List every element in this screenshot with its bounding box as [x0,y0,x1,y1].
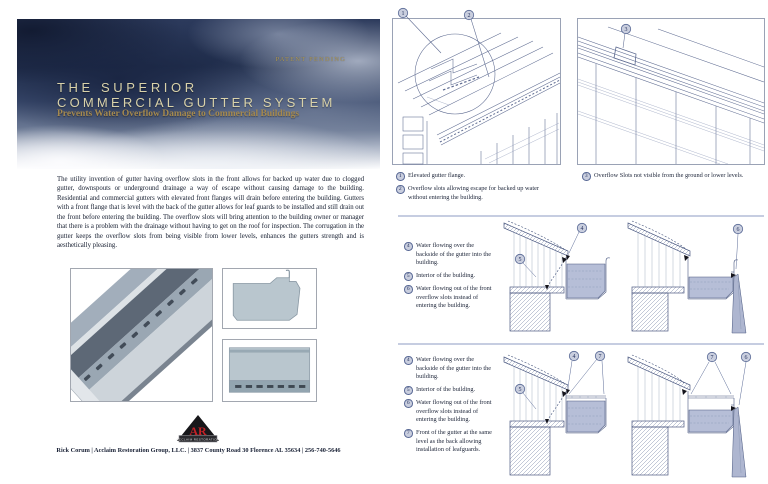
callout-1-number: 1 [402,11,405,17]
caption-item-5: 5 Interior of the building. [404,272,496,281]
caption-1-text: Elevated gutter flange. [408,172,466,179]
captions-middle: 4 Water flowing over the backside of the… [404,242,496,315]
callout-3-icon [620,23,632,35]
caption-item-4b: 4 Water flowing over the backside of the… [404,356,496,382]
captions-top-right: 3 Overflow Slots not visible from the gr… [582,172,760,185]
callout-4-badge: 4 [404,356,413,365]
callout-6-badge: 6 [404,399,413,408]
caption-7-text: Front of the gutter at the same level as… [416,429,492,453]
callout-5-icon [514,253,526,265]
callout-6-number: 6 [737,227,740,233]
diagram-overflow-backside: 4 5 [502,219,630,333]
callout-4-number: 4 [581,226,584,232]
title-line-2: COMMERCIAL GUTTER SYSTEM [57,95,336,110]
subtitle: Prevents Water Overflow Damage to Commer… [57,109,300,119]
callout-2-badge: 2 [396,185,405,194]
callout-1-icon [397,7,409,19]
caption-3-text: Overflow Slots not visible from the grou… [594,172,744,179]
caption-item-4: 4 Water flowing over the backside of the… [404,242,496,268]
callout-6-number: 6 [745,355,748,361]
callout-7-badge: 7 [404,429,413,438]
caption-6b-text: Water flowing out of the front overflow … [416,399,492,423]
section-divider-2 [398,343,764,345]
left-page: PATENT PENDING THE SUPERIOR COMMERCIAL G… [17,0,380,484]
title-line-1: THE SUPERIOR [57,80,198,95]
caption-4-text: Water flowing over the backside of the g… [416,242,492,266]
callout-6-icon [732,223,744,235]
acclaim-restoration-logo: AR ACCLAIM RESTORATION [176,415,219,443]
callout-4-icon [576,222,588,234]
callout-7-number: 7 [711,355,714,361]
callout-5-number: 5 [519,257,522,263]
caption-item-6: 6 Water flowing out of the front overflo… [404,285,496,311]
right-page: 1 2 [392,0,765,484]
captions-bottom: 4 Water flowing over the backside of the… [404,356,496,459]
diagram-building-corner: 1 2 [392,7,561,165]
diagram-overflow-front-slots: 6 [627,219,765,334]
footer-contact-line: Rick Corum | Acclaim Restoration Group, … [56,447,341,454]
callout-2-icon [463,9,475,21]
callout-1-badge: 1 [396,172,405,181]
callout-7-icon [706,351,718,363]
caption-item-2: 2 Overflow slots allowing escape for bac… [396,185,556,202]
gutter-profile-illustration [232,269,301,321]
diagram-leafguard-backside: 4 7 5 [502,347,630,477]
callout-7-icon [594,350,606,362]
callout-7-number: 7 [599,354,602,360]
callout-5-badge: 5 [404,386,413,395]
gutter-3d-illustration [71,269,212,401]
callout-6-icon [740,351,752,363]
callout-5-number: 5 [519,387,522,393]
callout-5-badge: 5 [404,272,413,281]
callout-5-icon [514,383,526,395]
callout-3-number: 3 [625,27,628,33]
callout-4-icon [568,350,580,362]
callout-3-badge: 3 [582,172,591,181]
callout-4-number: 4 [573,354,576,360]
diagram-leafguard-front-slots: 7 6 [627,347,765,478]
caption-5-text: Interior of the building. [416,272,476,279]
gutter-front-illustration [228,347,311,393]
caption-2-text: Overflow slots allowing escape for backe… [408,185,539,201]
gutter-3d-render [70,268,213,402]
caption-item-6b: 6 Water flowing out of the front overflo… [404,399,496,425]
callout-2-number: 2 [468,13,471,19]
caption-5b-text: Interior of the building. [416,386,476,393]
callout-6-badge: 6 [404,285,413,294]
caption-4b-text: Water flowing over the backside of the g… [416,356,492,380]
caption-item-5b: 5 Interior of the building. [404,386,496,395]
callout-4-badge: 4 [404,242,413,251]
body-paragraph: The utility invention of gutter having o… [57,176,364,250]
caption-item-7: 7 Front of the gutter at the same level … [404,429,496,455]
gutter-front-render [222,339,317,402]
gutter-profile-render [222,268,317,329]
caption-item-1: 1 Elevated gutter flange. [396,172,556,181]
patent-pending-label: PATENT PENDING [275,56,346,63]
section-divider-1 [398,215,764,217]
logo-banner-text: ACCLAIM RESTORATION [176,437,219,441]
logo-monogram: AR [189,424,207,438]
sky-header-image: PATENT PENDING THE SUPERIOR COMMERCIAL G… [17,19,380,169]
diagram-ground-view: 3 [577,18,765,165]
caption-item-3: 3 Overflow Slots not visible from the gr… [582,172,760,181]
caption-6-text: Water flowing out of the front overflow … [416,285,492,309]
captions-top-left: 1 Elevated gutter flange. 2 Overflow slo… [396,172,556,207]
